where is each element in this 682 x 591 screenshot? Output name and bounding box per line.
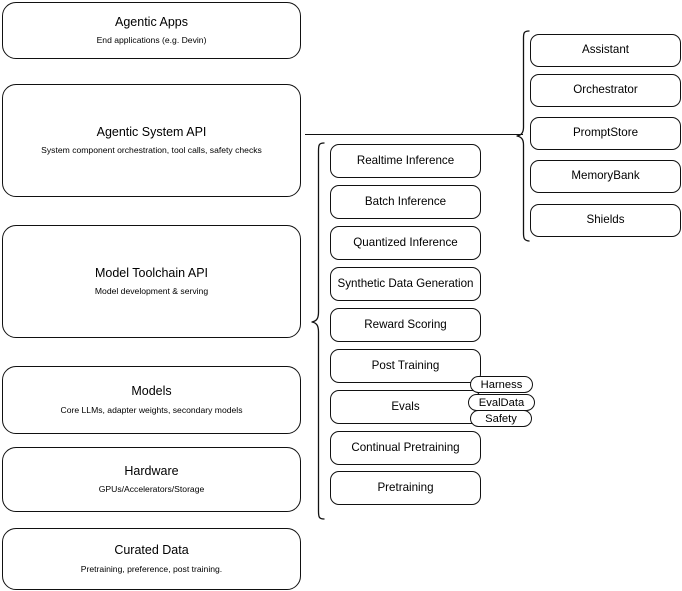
eval-tag-label: EvalData [478, 396, 525, 409]
toolchain-capability-evals[interactable]: Evals [330, 390, 481, 424]
system-component-label: MemoryBank [571, 169, 640, 183]
brace-toolchain-capabilities [311, 142, 325, 520]
system-component-label: Orchestrator [573, 83, 638, 97]
eval-tag-label: Safety [485, 412, 517, 425]
toolchain-capability-label: Quantized Inference [353, 235, 458, 249]
toolchain-capability-pretraining[interactable]: Pretraining [330, 471, 481, 505]
toolchain-capability-batch-inference[interactable]: Batch Inference [330, 185, 481, 219]
toolchain-capability-label: Pretraining [377, 480, 434, 494]
system-component-memorybank[interactable]: MemoryBank [530, 160, 681, 193]
layer-box-curated-data[interactable]: Curated Data Pretraining, preference, po… [2, 528, 301, 590]
layer-subtitle: Model development & serving [94, 286, 209, 297]
system-component-shields[interactable]: Shields [530, 204, 681, 237]
layer-subtitle: System component orchestration, tool cal… [41, 145, 262, 156]
toolchain-capability-continual-pretraining[interactable]: Continual Pretraining [330, 431, 481, 465]
layer-title: Models [131, 384, 172, 399]
layer-subtitle: Pretraining, preference, post training. [80, 563, 223, 574]
layer-title: Model Toolchain API [94, 265, 209, 280]
system-component-label: Shields [586, 213, 625, 227]
toolchain-capability-realtime-inference[interactable]: Realtime Inference [330, 144, 481, 178]
layer-box-model-toolchain-api[interactable]: Model Toolchain API Model development & … [2, 225, 301, 338]
layer-subtitle: Core LLMs, adapter weights, secondary mo… [60, 404, 243, 415]
layer-title: Hardware [124, 463, 179, 478]
layer-title: Agentic Apps [115, 14, 188, 29]
toolchain-capability-label: Batch Inference [364, 194, 447, 208]
system-component-label: Assistant [581, 43, 630, 57]
layer-title: Agentic System API [96, 124, 207, 139]
toolchain-capability-label: Synthetic Data Generation [337, 276, 474, 290]
brace-system-components [516, 30, 530, 242]
eval-tag-harness[interactable]: Harness [470, 376, 533, 393]
toolchain-capability-synthetic-data-generation[interactable]: Synthetic Data Generation [330, 267, 481, 301]
toolchain-capability-label: Post Training [371, 358, 440, 372]
eval-tag-evaldata[interactable]: EvalData [468, 394, 535, 411]
eval-tag-safety[interactable]: Safety [470, 410, 532, 427]
layer-title: Curated Data [114, 543, 189, 558]
system-component-orchestrator[interactable]: Orchestrator [530, 74, 681, 107]
toolchain-capability-label: Realtime Inference [356, 153, 455, 167]
layer-subtitle: GPUs/Accelerators/Storage [98, 484, 205, 495]
toolchain-capability-label: Continual Pretraining [351, 440, 460, 454]
layer-subtitle: End applications (e.g. Devin) [96, 35, 207, 46]
eval-tag-label: Harness [480, 378, 523, 391]
toolchain-capability-post-training[interactable]: Post Training [330, 349, 481, 383]
toolchain-capability-label: Evals [391, 399, 420, 413]
layer-box-hardware[interactable]: Hardware GPUs/Accelerators/Storage [2, 447, 301, 512]
layer-box-agentic-apps[interactable]: Agentic Apps End applications (e.g. Devi… [2, 2, 301, 59]
system-component-label: PromptStore [572, 126, 639, 140]
toolchain-capability-label: Reward Scoring [364, 317, 447, 331]
layer-box-agentic-system-api[interactable]: Agentic System API System component orch… [2, 84, 301, 197]
system-component-promptstore[interactable]: PromptStore [530, 117, 681, 150]
connector-agentic-system-api-to-components [305, 134, 523, 136]
toolchain-capability-quantized-inference[interactable]: Quantized Inference [330, 226, 481, 260]
toolchain-capability-reward-scoring[interactable]: Reward Scoring [330, 308, 481, 342]
layer-box-models[interactable]: Models Core LLMs, adapter weights, secon… [2, 366, 301, 434]
system-component-assistant[interactable]: Assistant [530, 34, 681, 67]
